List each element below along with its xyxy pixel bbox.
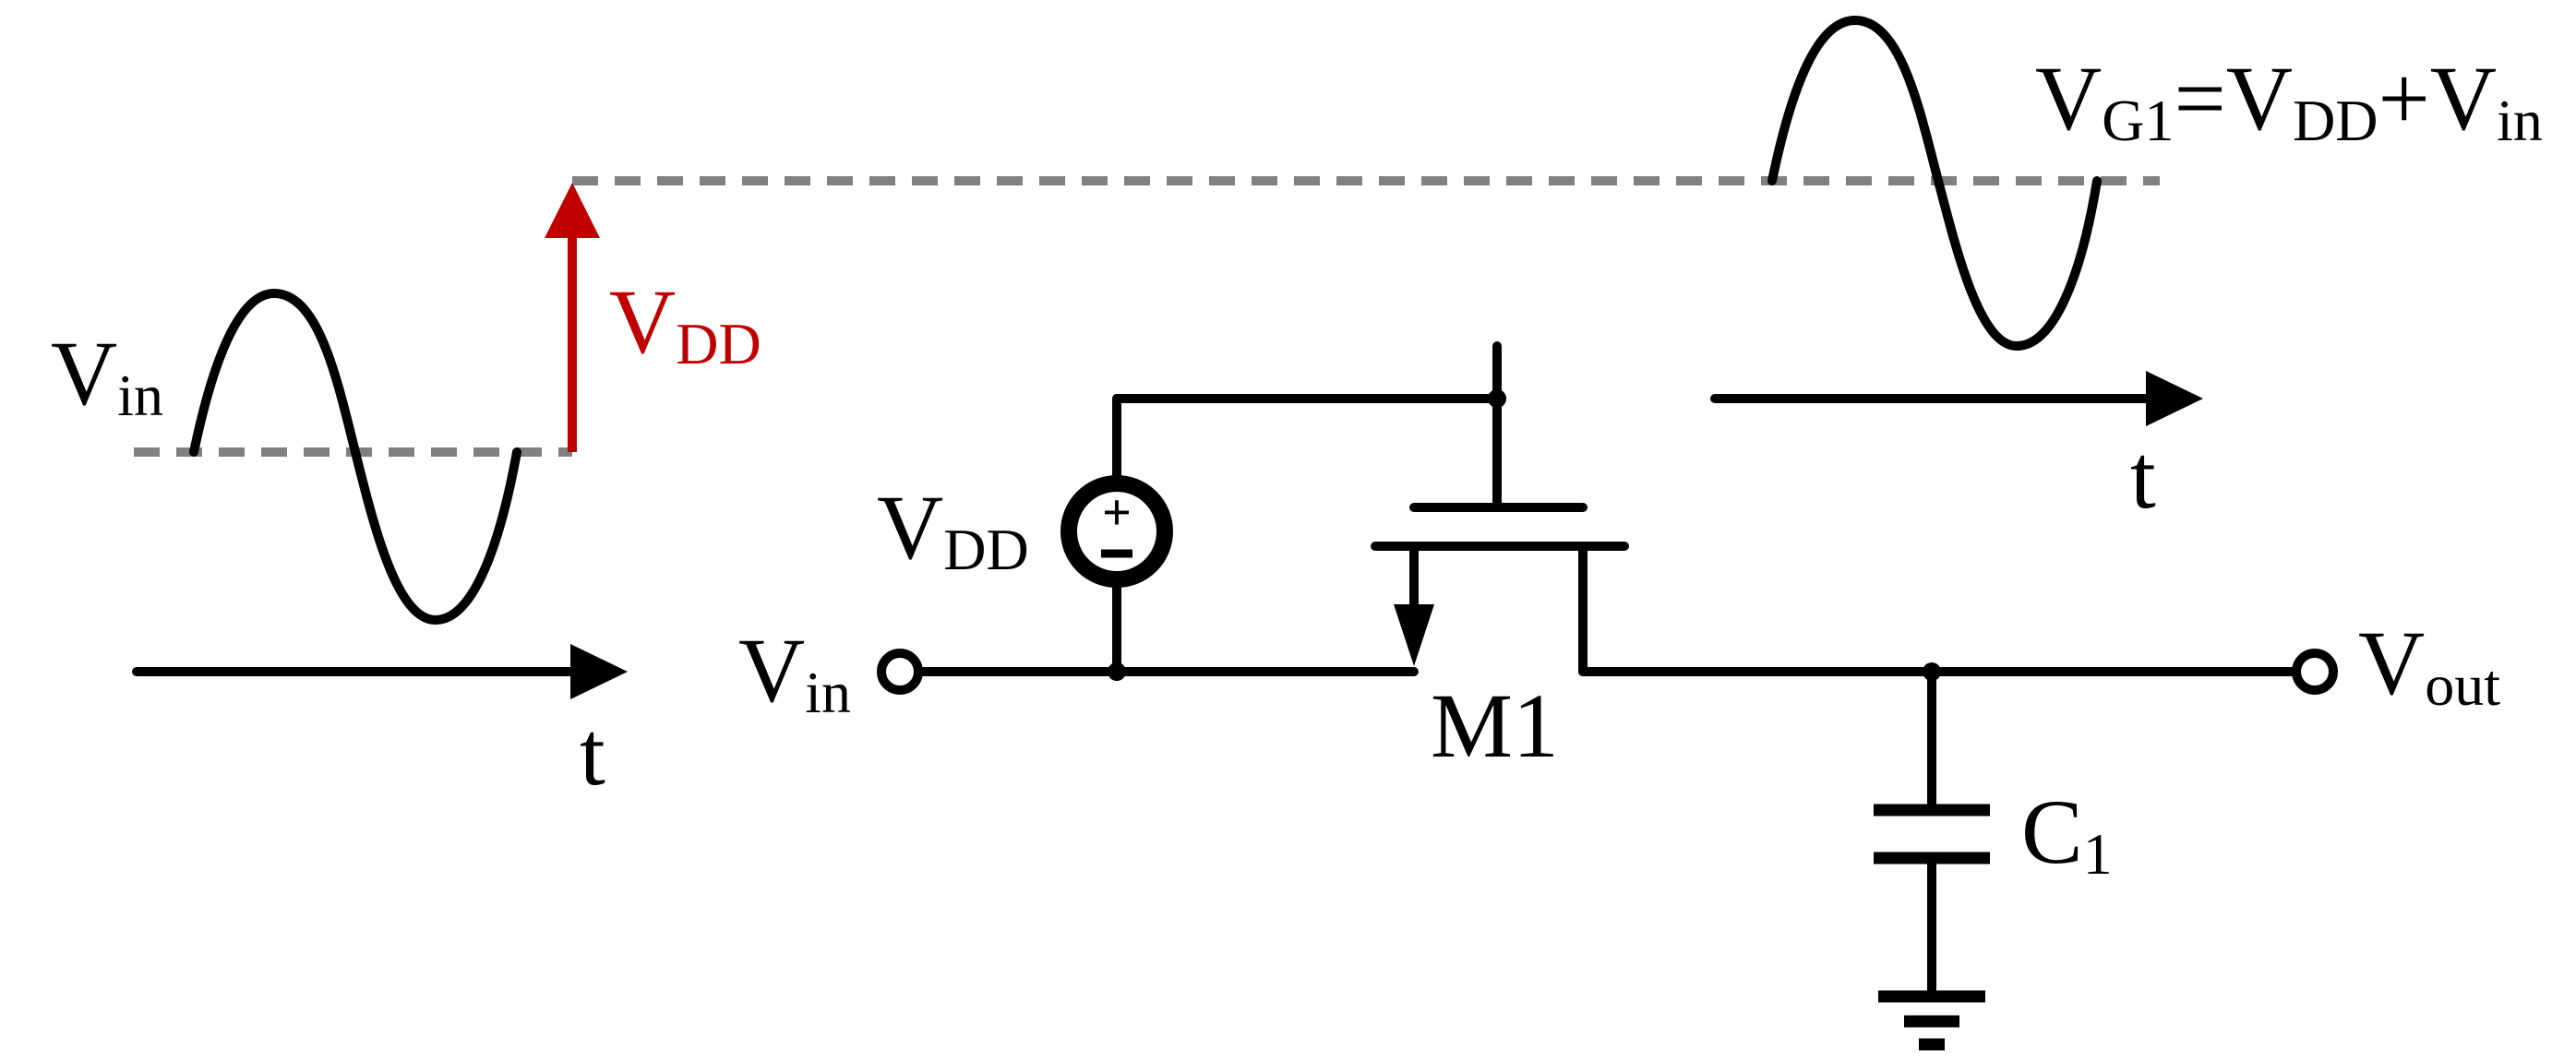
output-waveform-panel: VG1=VDD+Vin t	[1710, 15, 2543, 528]
time-label-left: t	[580, 702, 605, 805]
vout-terminal	[2292, 649, 2338, 695]
vg1-label: VG1=VDD+Vin	[2035, 47, 2543, 153]
vdd-shift-arrowhead	[545, 183, 600, 238]
transistor-label: M1	[1431, 674, 1559, 777]
time-axis-right-arrowhead	[2146, 371, 2203, 426]
vg1-sine-wave	[1767, 15, 2102, 352]
vin-terminal	[877, 649, 923, 695]
source-plus-sign: +	[1102, 484, 1132, 542]
vdd-source-label: VDD	[877, 476, 1029, 582]
time-axis-left-arrowhead	[570, 644, 628, 699]
time-label-right: t	[2130, 425, 2156, 528]
vin-node-label: Vin	[738, 619, 851, 725]
vin-sine-wave	[189, 288, 521, 626]
circuit-schematic: Vin + VDD M1 Vout C1	[738, 341, 2500, 1051]
capacitor-label: C1	[2021, 781, 2113, 887]
vdd-arrow-label: VDD	[609, 270, 761, 376]
vdd-voltage-source	[1060, 475, 1173, 588]
source-arrowhead	[1394, 604, 1434, 666]
input-waveform-panel: Vin VDD t	[51, 176, 2160, 805]
vout-node-label: Vout	[2358, 612, 2500, 718]
vin-wave-label: Vin	[51, 322, 163, 428]
